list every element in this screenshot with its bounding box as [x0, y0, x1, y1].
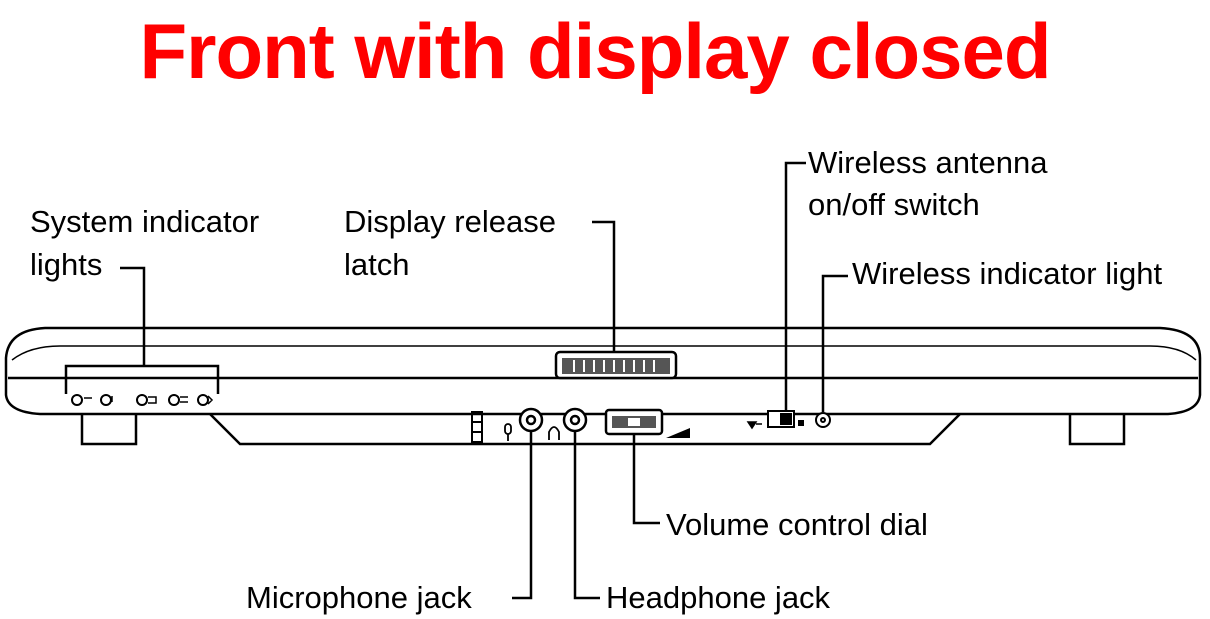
leader-wireless-switch: [784, 161, 806, 411]
laptop-lid-outline: [4, 326, 1202, 416]
volume-ramp-icon: [666, 428, 690, 438]
right-foot: [1068, 414, 1126, 446]
headphone-jack: [562, 407, 588, 433]
laptop-base-outline: [209, 413, 961, 446]
wireless-indicator-light: [815, 412, 831, 428]
microphone-icon: [504, 423, 512, 441]
label-volume-dial: Volume control dial: [666, 507, 928, 542]
label-display-release-line1: Display release: [344, 204, 556, 239]
indicator-light-icon: [71, 394, 214, 406]
volume-control-dial: [604, 408, 664, 436]
label-microphone-jack: Microphone jack: [246, 580, 472, 615]
label-system-indicator-line2: lights: [30, 247, 103, 282]
diagram-title: Front with display closed: [139, 7, 1051, 95]
label-system-indicator-line1: System indicator: [30, 204, 260, 239]
label-wireless-switch-line1: Wireless antenna: [808, 145, 1048, 180]
leader-volume-dial: [632, 434, 660, 525]
wireless-icon: [746, 421, 762, 430]
leader-system-indicator: [64, 266, 220, 394]
leader-headphone-jack: [573, 432, 600, 600]
vent: [471, 411, 483, 443]
leader-wireless-light: [821, 274, 848, 412]
microphone-jack: [518, 407, 544, 433]
label-display-release-line2: latch: [344, 247, 410, 282]
label-wireless-switch-line2: on/off switch: [808, 187, 980, 222]
display-release-latch: [554, 350, 678, 380]
label-wireless-light: Wireless indicator light: [852, 256, 1163, 291]
wireless-antenna-switch: [767, 410, 804, 428]
headphone-icon: [548, 426, 560, 440]
leader-display-release: [592, 220, 616, 352]
leader-microphone-jack: [512, 432, 533, 600]
left-foot: [80, 414, 138, 446]
label-headphone-jack: Headphone jack: [606, 580, 831, 615]
